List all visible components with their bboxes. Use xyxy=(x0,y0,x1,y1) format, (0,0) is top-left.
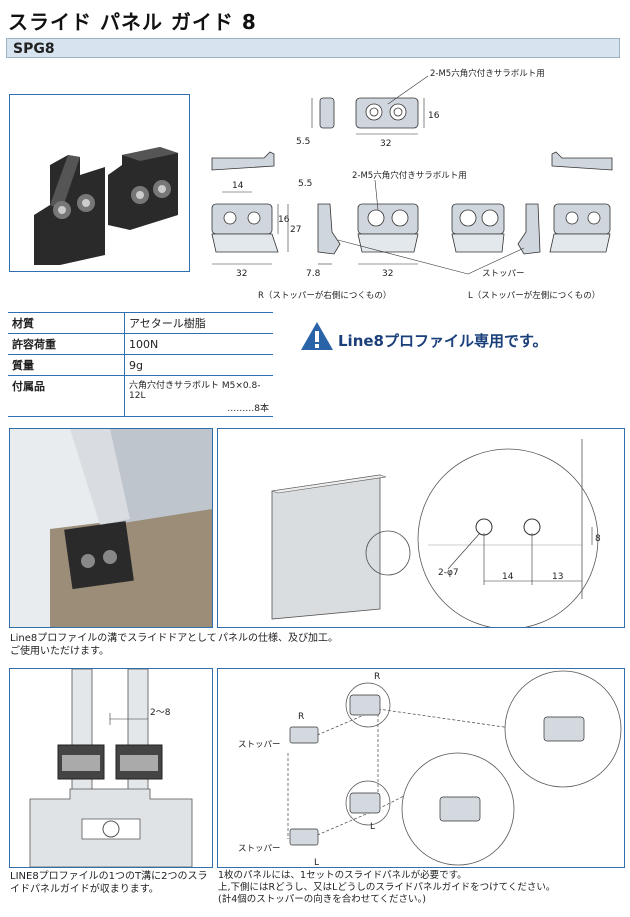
bolt-label-top: 2-M5六角穴付きサラボルト用 xyxy=(430,68,545,79)
spec-row-material: 材質アセタール樹脂 xyxy=(8,312,273,334)
dim-32-r: 32 xyxy=(236,269,247,279)
hole-2 xyxy=(523,518,541,536)
dim-5-5-top: 5.5 xyxy=(296,137,310,147)
front-view-top xyxy=(355,97,419,129)
dim-32-rb: 32 xyxy=(382,269,393,279)
warning-text: Line8プロファイル専用です。 xyxy=(338,332,548,350)
dim-16-top: 16 xyxy=(428,111,440,121)
l-label-mid: L xyxy=(370,822,375,832)
caption-l: L（ストッパーが左側につくもの） xyxy=(468,290,600,301)
dim-5-5-mid: 5.5 xyxy=(298,179,312,189)
dim-14: 14 xyxy=(232,181,244,191)
r-label-side: R xyxy=(298,712,304,722)
r-back-view xyxy=(357,203,419,235)
assembly-caption-line-3: (計4個のストッパーの向きを合わせてください。) xyxy=(218,894,426,905)
guide-r-top xyxy=(289,726,319,744)
stopper-label: ストッパー xyxy=(482,269,525,279)
assembly-diagram: R R L L ストッパー ストッパー xyxy=(217,668,625,868)
page-title: スライド パネル ガイド 8 xyxy=(8,10,257,34)
dim-7-8: 7.8 xyxy=(306,269,321,279)
detail-circle xyxy=(417,448,599,630)
hole-1 xyxy=(475,518,493,536)
dim-32-top: 32 xyxy=(380,139,391,149)
side-view-top xyxy=(319,97,335,129)
warning-note: Line8プロファイル専用です。 xyxy=(300,320,600,352)
r-front-view xyxy=(211,203,273,235)
dim-13-panel: 13 xyxy=(552,572,563,582)
product-code-bar: SPG8 xyxy=(6,38,620,58)
technical-drawing: 2-M5六角穴付きサラボルト用 32 16 5.5 2-M5六角穴付きサラボルト… xyxy=(211,68,613,301)
detail-callout xyxy=(365,530,411,576)
accessory-name: 六角穴付きサラボルト M5×0.8-12L xyxy=(129,381,261,401)
l-front-view xyxy=(553,203,611,235)
spec-row-accessory: 付属品 六角穴付きサラボルト M5×0.8-12L………8本 xyxy=(8,375,273,417)
guide-piece-right xyxy=(108,147,178,230)
profile-photo-illustration xyxy=(10,429,212,627)
section-diagram: 2〜8 xyxy=(9,668,213,868)
product-photo xyxy=(9,94,190,272)
dim-16-mid: 16 xyxy=(278,215,290,225)
l-side-view xyxy=(517,203,541,255)
bolt-label-mid: 2-M5六角穴付きサラボルト用 xyxy=(352,170,467,181)
hole-label: 2-φ7 xyxy=(438,568,459,578)
assembly-caption-line-1: 1枚のパネルには、1セットのスライドパネルが必要です。 xyxy=(218,870,467,881)
dim-14-panel: 14 xyxy=(502,572,514,582)
top-view-right xyxy=(551,151,613,171)
guide-l-top xyxy=(349,694,381,716)
guide-r-bottom xyxy=(289,828,319,846)
accessory-qty: ………8本 xyxy=(227,404,269,414)
dim-8-panel: 8 xyxy=(595,534,601,544)
caption-r: R（ストッパーが右側につくもの） xyxy=(258,290,391,301)
top-view-left xyxy=(211,151,275,171)
guide-piece-left xyxy=(34,155,105,265)
product-code: SPG8 xyxy=(13,41,55,57)
assembly-caption: 1枚のパネルには、1セットのスライドパネルが必要です。 上,下側にはRどうし、又… xyxy=(218,870,628,906)
dim-27: 27 xyxy=(290,225,301,235)
section-drawing: 2〜8 xyxy=(29,668,193,868)
guide-l-bottom xyxy=(349,792,381,814)
photo-caption: Line8プロファイルの溝でスライドドアとしてご使用いただけます。 xyxy=(10,633,217,657)
gap-label: 2〜8 xyxy=(150,708,171,718)
panel-diagram: 2-φ7 14 13 8 xyxy=(217,428,625,630)
stopper-label-top: ストッパー xyxy=(238,740,281,750)
product-photo-illustration xyxy=(34,147,178,265)
warning-icon xyxy=(301,322,333,350)
l-label-bottom: L xyxy=(314,858,319,867)
panel-caption: パネルの仕様、及び加工。 xyxy=(218,633,338,644)
panel-drawing: 2-φ7 14 13 8 xyxy=(271,439,601,630)
profile-photo xyxy=(9,428,213,628)
r-label-top: R xyxy=(374,672,380,682)
r-side-view xyxy=(317,203,341,255)
stopper-label-bottom: ストッパー xyxy=(238,844,281,854)
assembly-caption-line-2: 上,下側にはRどうし、又はLどうしのスライドパネルガイドをつけてください。 xyxy=(218,882,556,893)
section-caption: LINE8プロファイルの1つのT溝に2つのスライドパネルガイドが収まります。 xyxy=(10,871,208,895)
assembly-drawing: R R L L ストッパー ストッパー xyxy=(238,670,622,868)
